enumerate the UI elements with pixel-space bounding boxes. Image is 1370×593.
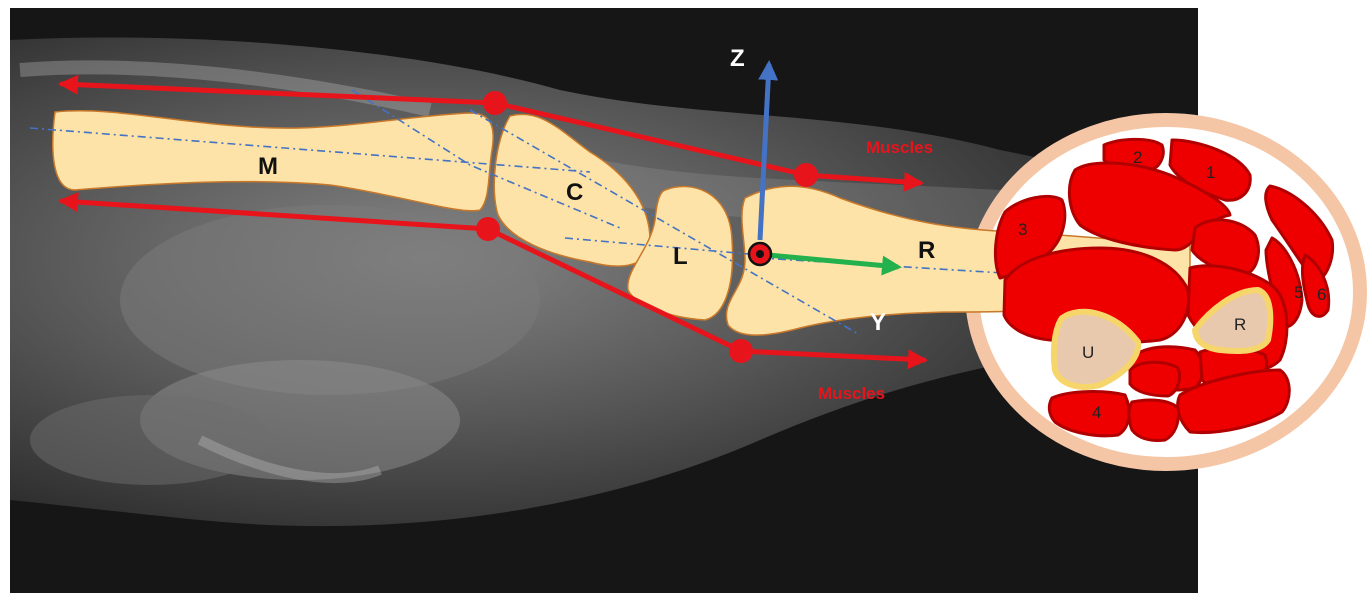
muscle-label-6: 6	[1317, 285, 1326, 304]
ulna-label: U	[1082, 343, 1094, 362]
bone-label-m: M	[258, 153, 278, 180]
muscle-label-3: 3	[1018, 220, 1027, 239]
x-axis-dot-icon	[756, 250, 764, 258]
axis-label-y: Y	[870, 309, 886, 336]
muscle-label-1: 1	[1206, 163, 1215, 182]
muscle-group-bottom-left	[1130, 362, 1180, 396]
muscle-label-2: 2	[1133, 148, 1142, 167]
attachment-point	[729, 339, 753, 363]
muscle-label-5: 5	[1294, 283, 1303, 302]
axis-label-z: Z	[730, 45, 745, 72]
muscle-label-4: 4	[1092, 403, 1101, 422]
attachment-point	[483, 91, 507, 115]
radius-label: R	[1234, 315, 1246, 334]
bone-label-r: R	[918, 237, 935, 264]
muscle-group-bottom-center	[1129, 400, 1178, 441]
attachment-point	[794, 163, 818, 187]
muscle-label-upper: Muscles	[866, 138, 933, 157]
muscle-label-lower: Muscles	[818, 384, 885, 403]
attachment-point	[476, 217, 500, 241]
bone-label-c: C	[566, 179, 583, 206]
bone-label-l: L	[673, 243, 688, 270]
